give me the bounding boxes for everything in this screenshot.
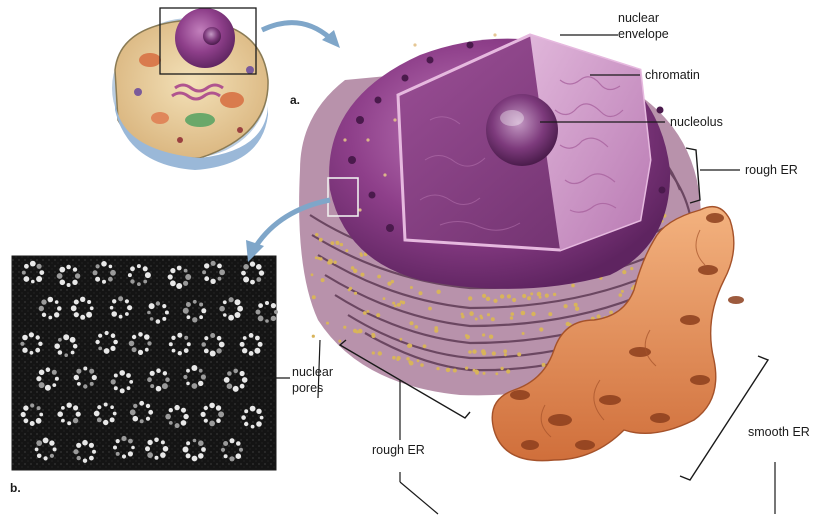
nucleus-illustration (328, 33, 670, 288)
zoom-arrow-top (262, 23, 330, 38)
micrograph-nuclear-pores (12, 256, 278, 470)
label-nuclear-pores-line1: nuclear (292, 365, 333, 379)
label-nuclear-envelope-line1: nuclear (618, 11, 659, 25)
label-rough-er-top: rough ER (745, 163, 798, 177)
label-nuclear-pores-line2: pores (292, 381, 323, 395)
cell-overview-illustration (112, 8, 268, 170)
label-rough-er-bottom: rough ER (372, 443, 425, 457)
cell-nucleus-small (175, 8, 235, 68)
nucleolus-shape (486, 94, 558, 166)
label-smooth-er: smooth ER (748, 425, 810, 439)
label-nuclear-envelope-line2: envelope (618, 27, 669, 41)
label-nucleolus: nucleolus (670, 115, 723, 129)
panel-label-a: a. (290, 93, 300, 107)
panel-label-b: b. (10, 481, 21, 495)
label-chromatin: chromatin (645, 68, 700, 82)
